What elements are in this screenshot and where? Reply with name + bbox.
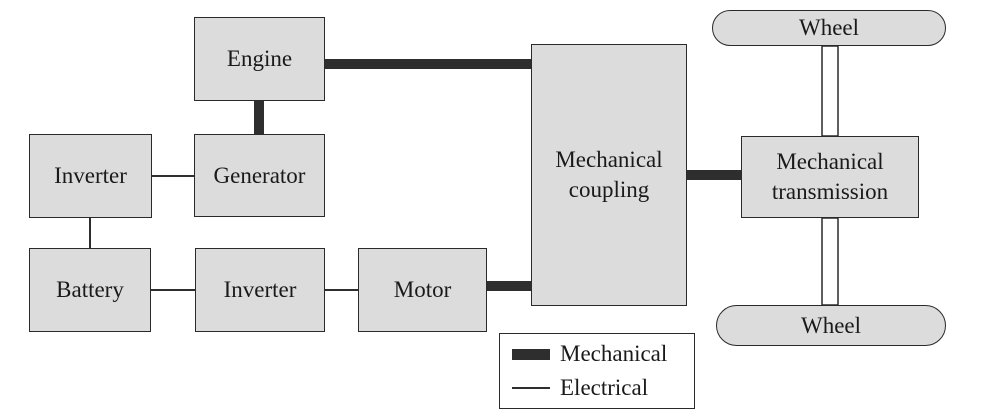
link-engine-coupling <box>325 59 531 69</box>
engine-block: Engine <box>194 17 325 101</box>
inverter-bottom-block: Inverter <box>195 248 325 332</box>
mechanical-transmission-block: Mechanical transmission <box>741 136 919 218</box>
mechanical-line-symbol <box>512 348 550 360</box>
generator-block: Generator <box>194 134 325 217</box>
wheel-bottom: Wheel <box>716 305 946 346</box>
shaft-bottom <box>821 217 839 306</box>
legend-item-electrical: Electrical <box>500 374 694 402</box>
legend-item-mechanical: Mechanical <box>500 340 694 368</box>
shaft-top <box>821 45 839 137</box>
legend-label-electrical: Electrical <box>560 375 649 400</box>
legend: Mechanical Electrical <box>499 333 695 409</box>
wheel-top: Wheel <box>712 10 946 46</box>
inverter-top-block: Inverter <box>29 134 152 218</box>
electrical-line-symbol <box>512 387 550 389</box>
link-engine-generator <box>254 101 264 134</box>
motor-block: Motor <box>358 248 487 332</box>
mechanical-coupling-block: Mechanical coupling <box>531 44 687 306</box>
link-motor-coupling <box>487 281 531 291</box>
legend-label-mechanical: Mechanical <box>560 341 668 366</box>
link-coupling-transmission <box>687 170 741 180</box>
battery-block: Battery <box>29 248 151 332</box>
